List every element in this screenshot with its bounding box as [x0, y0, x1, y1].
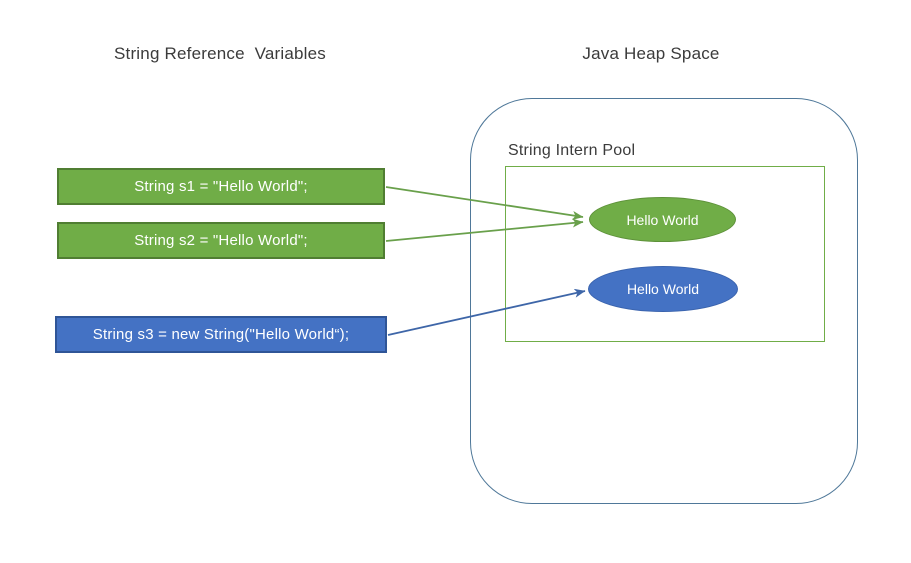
variable-s2-code: String s2 = "Hello World"; [134, 232, 308, 249]
variable-box-s1: String s1 = "Hello World"; [57, 168, 385, 205]
interned-string-object-label: Hello World [626, 211, 699, 228]
variable-box-s2: String s2 = "Hello World"; [57, 222, 385, 259]
heap-string-object-label: Hello World [626, 281, 700, 297]
string-intern-pool-label: String Intern Pool [508, 142, 636, 159]
variable-s3-code: String s3 = new String("Hello World“); [92, 326, 350, 343]
variable-s1-code: String s1 = "Hello World"; [134, 178, 308, 195]
interned-string-object: Hello World [589, 197, 736, 242]
left-column-title: String Reference Variables [113, 44, 327, 63]
variable-box-s3: String s3 = new String("Hello World“); [55, 316, 387, 353]
heap-string-object: Hello World [588, 266, 738, 312]
right-column-title: Java Heap Space [582, 44, 720, 63]
string-intern-pool-container [505, 166, 825, 342]
